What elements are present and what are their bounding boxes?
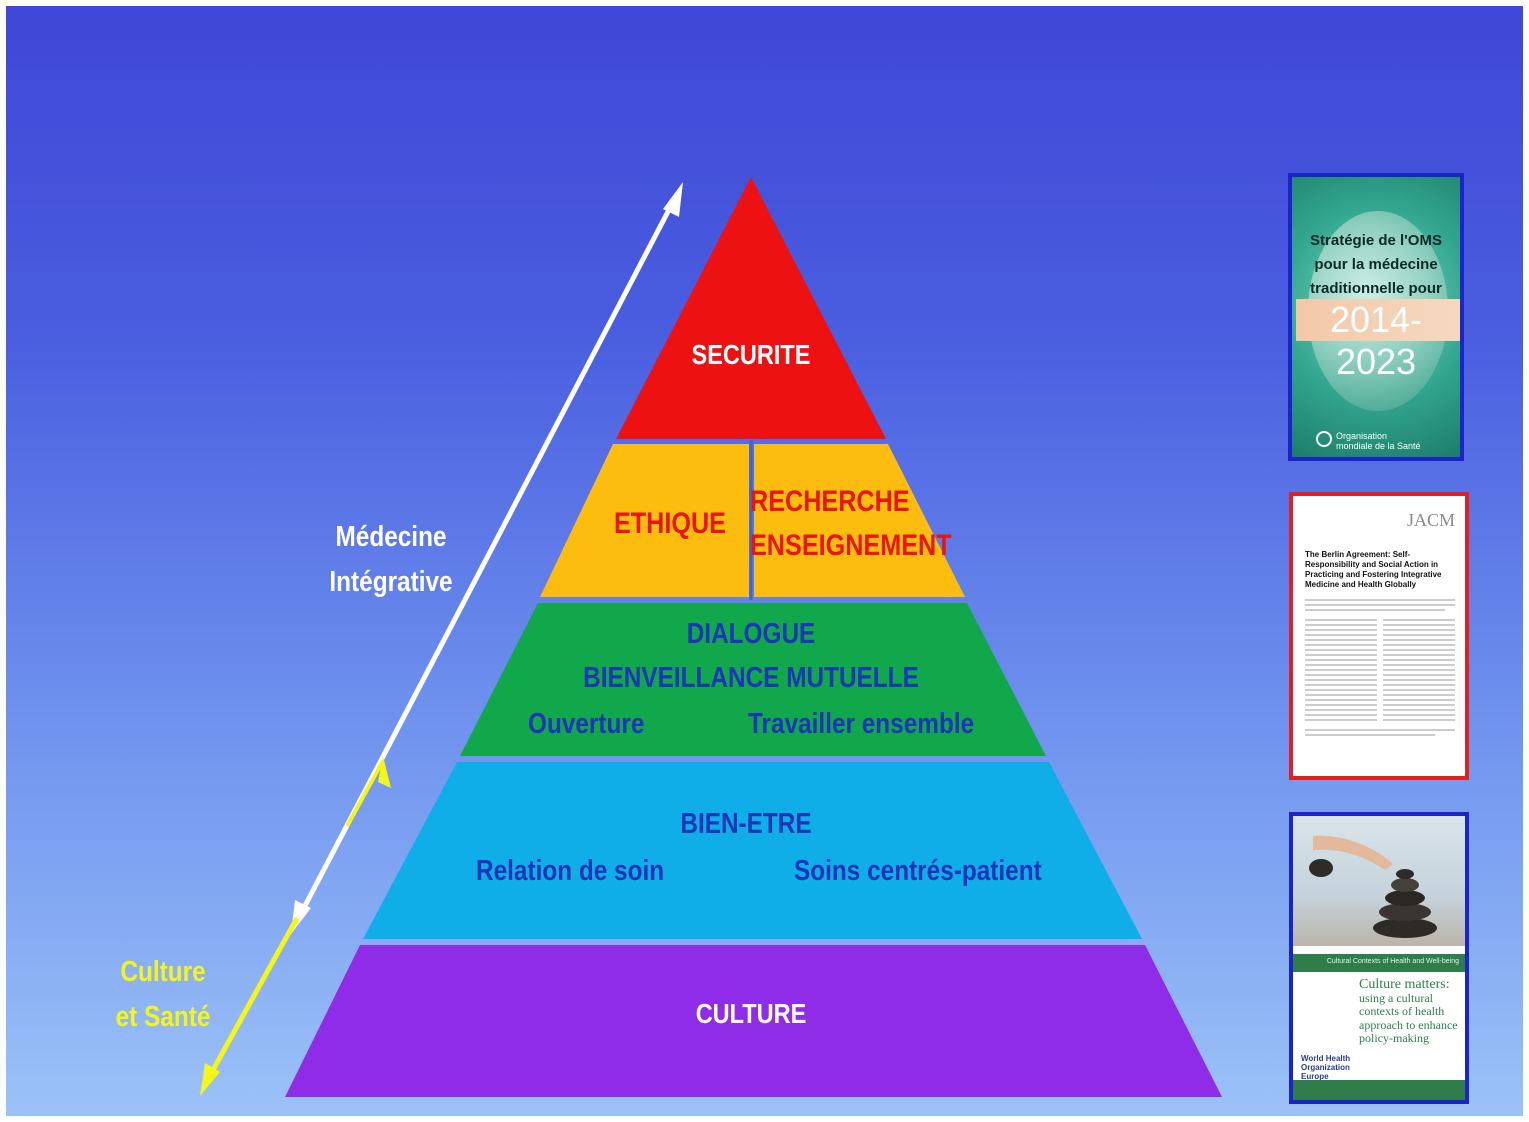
culture-title: Culture matters: using a cultural contex…	[1359, 978, 1463, 1046]
cover-jacm-article: JACM The Berlin Agreement: Self-Responsi…	[1289, 492, 1469, 780]
label-integrative: Intégrative	[329, 566, 453, 598]
slide-canvas: SECURITE ETHIQUE RECHERCHE ENSEIGNEMENT …	[6, 6, 1523, 1116]
pyramid-level-dialogue	[460, 603, 1046, 756]
label-et-sante: et Santé	[115, 1001, 211, 1033]
label-securite: SECURITE	[691, 339, 811, 370]
oms-title-line3: traditionnelle pour	[1310, 280, 1442, 297]
label-ethique: ETHIQUE	[613, 507, 727, 540]
label-culture: CULTURE	[695, 998, 807, 1029]
jacm-title: The Berlin Agreement: Self-Responsibilit…	[1305, 550, 1442, 589]
pyramid-level-recherche	[754, 444, 965, 597]
oms-title: Stratégie de l'OMS pour la médecine trad…	[1292, 229, 1460, 301]
pyramid-level-culture	[285, 945, 1222, 1097]
oms-org: Organisation mondiale de la Santé	[1336, 431, 1421, 451]
label-ouverture: Ouverture	[528, 708, 645, 740]
pyramid-level-bienetre	[363, 762, 1142, 939]
label-bien-etre: BIEN-ETRE	[680, 808, 812, 840]
who-line1: World Health	[1301, 1054, 1351, 1063]
culture-title-line3: contexts of health	[1359, 1004, 1445, 1018]
label-medecine: Médecine	[335, 521, 447, 553]
who-emblem-icon	[1316, 431, 1332, 447]
who-line2: Organization	[1301, 1063, 1350, 1072]
cover-culture-matters: Cultural Contexts of Health and Well-bei…	[1289, 812, 1469, 1104]
pyramid-diagram	[200, 177, 1222, 1097]
culture-title-line2: using a cultural	[1359, 990, 1433, 1005]
label-soins-centres: Soins centrés-patient	[794, 855, 1042, 887]
label-recherche: RECHERCHE	[750, 485, 910, 518]
culture-sante-arrow	[200, 760, 385, 1096]
oms-org-line2: mondiale de la Santé	[1336, 441, 1421, 451]
pyramid-level-ethique	[540, 444, 749, 597]
oms-years: 2014-2023	[1329, 299, 1423, 382]
label-bienveillance: BIENVEILLANCE MUTUELLE	[583, 662, 919, 694]
label-culture-arrow: Culture	[120, 956, 206, 988]
oms-org-line1: Organisation	[1336, 431, 1388, 441]
who-line3: Europe	[1301, 1072, 1329, 1081]
culture-title-line4: approach to enhance	[1359, 1017, 1458, 1032]
culture-title-line5: policy-making	[1359, 1031, 1429, 1045]
label-travailler: Travailler ensemble	[748, 708, 975, 740]
series-label: Cultural Contexts of Health and Well-bei…	[1326, 958, 1459, 965]
oms-title-line2: pour la médecine	[1314, 256, 1438, 273]
label-dialogue: DIALOGUE	[686, 618, 816, 650]
label-relation-de-soin: Relation de soin	[476, 855, 665, 887]
jacm-logo: JACM	[1406, 510, 1455, 530]
cover-oms-strategy: Stratégie de l'OMS pour la médecine trad…	[1288, 173, 1464, 461]
article-body-text	[1305, 599, 1455, 736]
cover-bottom-strip	[1293, 1080, 1465, 1100]
stacked-stones-photo	[1293, 816, 1465, 946]
who-europe-logo: World Health Organization Europe	[1301, 1054, 1350, 1081]
years-band	[1296, 299, 1460, 341]
culture-title-line1: Culture matters:	[1359, 977, 1450, 992]
label-enseignement: ENSEIGNEMENT	[750, 529, 952, 562]
oms-title-line1: Stratégie de l'OMS	[1310, 232, 1442, 249]
series-bar: Cultural Contexts of Health and Well-bei…	[1293, 954, 1465, 972]
pyramid-level-securite	[616, 177, 886, 439]
